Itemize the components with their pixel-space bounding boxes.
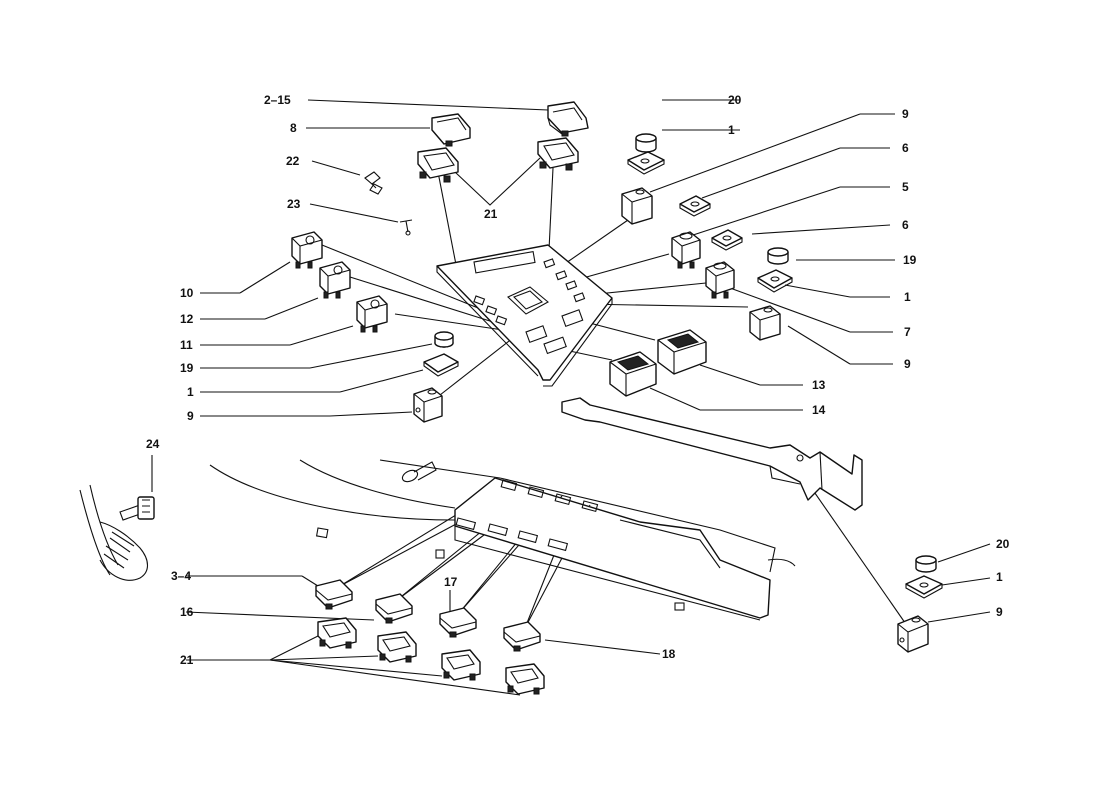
label-11: 11: [180, 338, 193, 352]
part-5-switch: [671, 231, 701, 269]
label-8: 8: [290, 121, 297, 135]
label-12: 12: [180, 312, 194, 326]
label-14: 14: [812, 403, 826, 417]
center-switch-panel: [436, 244, 613, 387]
part-17-switch-cap: [439, 607, 477, 638]
part-1-plate-left: [423, 353, 459, 377]
part-12-switch: [319, 261, 351, 299]
part-2-15-switch-cap: [547, 101, 589, 137]
label-24: 24: [146, 437, 160, 451]
part-10-switch: [291, 231, 323, 269]
label-1-br: 1: [996, 570, 1003, 584]
leader-lines: [151, 99, 991, 696]
label-5: 5: [902, 180, 909, 194]
label-17: 17: [444, 575, 458, 589]
part-9-connector-top: [621, 187, 653, 225]
label-22: 22: [286, 154, 300, 168]
part-1-plate-br: [905, 575, 943, 599]
label-21-bottom: 21: [180, 653, 194, 667]
part-22-clip: [364, 171, 383, 195]
part-6-plate-b: [711, 229, 743, 251]
part-21-frame-bottom-3: [441, 649, 481, 681]
label-9-right: 9: [904, 357, 911, 371]
part-14-switch: [609, 351, 657, 397]
part-21-frame-bottom-4: [505, 663, 545, 695]
label-2-15: 2–15: [264, 93, 291, 107]
label-20-br: 20: [996, 537, 1010, 551]
part-21-frame-bottom-2: [377, 631, 417, 663]
label-3-4: 3–4: [171, 569, 191, 583]
part-19-knob-left: [434, 331, 454, 348]
label-6-b: 6: [902, 218, 909, 232]
part-9-connector-right: [749, 305, 781, 341]
part-13-switch: [657, 329, 707, 375]
label-23: 23: [287, 197, 301, 211]
part-21-frame-left: [417, 147, 459, 183]
part-24-valve: [79, 484, 155, 581]
callout-labels: 2–15 8 22 23 21 10 12 11 19 1 9 20 1 9 6…: [146, 93, 1010, 667]
label-9-br: 9: [996, 605, 1003, 619]
part-21-frame-bottom-1: [317, 617, 357, 649]
label-7: 7: [904, 325, 911, 339]
label-18: 18: [662, 647, 676, 661]
console-tray: [209, 459, 796, 621]
part-7-switch: [705, 261, 735, 299]
label-9-topright: 9: [902, 107, 909, 121]
part-16-switch-cap: [375, 593, 413, 624]
part-3-4-switch-cap: [315, 579, 353, 610]
part-11-switch: [356, 295, 388, 333]
label-21-top: 21: [484, 207, 498, 221]
label-13: 13: [812, 378, 826, 392]
part-18-switch-cap: [503, 621, 541, 652]
label-9-left: 9: [187, 409, 194, 423]
part-1-plate-top: [627, 151, 665, 175]
part-9-connector-left: [413, 387, 443, 423]
part-9-connector-br: [897, 615, 929, 653]
part-8-switch-cap: [431, 113, 471, 147]
label-16: 16: [180, 605, 194, 619]
label-19-right: 19: [903, 253, 917, 267]
part-1-plate-right: [757, 269, 793, 293]
label-20-top: 20: [728, 93, 742, 107]
label-1-top: 1: [728, 123, 735, 137]
part-6-plate-a: [679, 195, 711, 217]
label-10: 10: [180, 286, 194, 300]
part-21-frame-right: [537, 137, 579, 171]
label-6-a: 6: [902, 141, 909, 155]
long-bracket: [561, 397, 863, 511]
part-20-knob-br: [915, 555, 937, 573]
part-20-knob-top: [635, 133, 657, 153]
label-1-left: 1: [187, 385, 194, 399]
label-19-left: 19: [180, 361, 194, 375]
part-23-pin: [399, 219, 413, 236]
label-1-right: 1: [904, 290, 911, 304]
part-19-knob-right: [767, 247, 789, 265]
